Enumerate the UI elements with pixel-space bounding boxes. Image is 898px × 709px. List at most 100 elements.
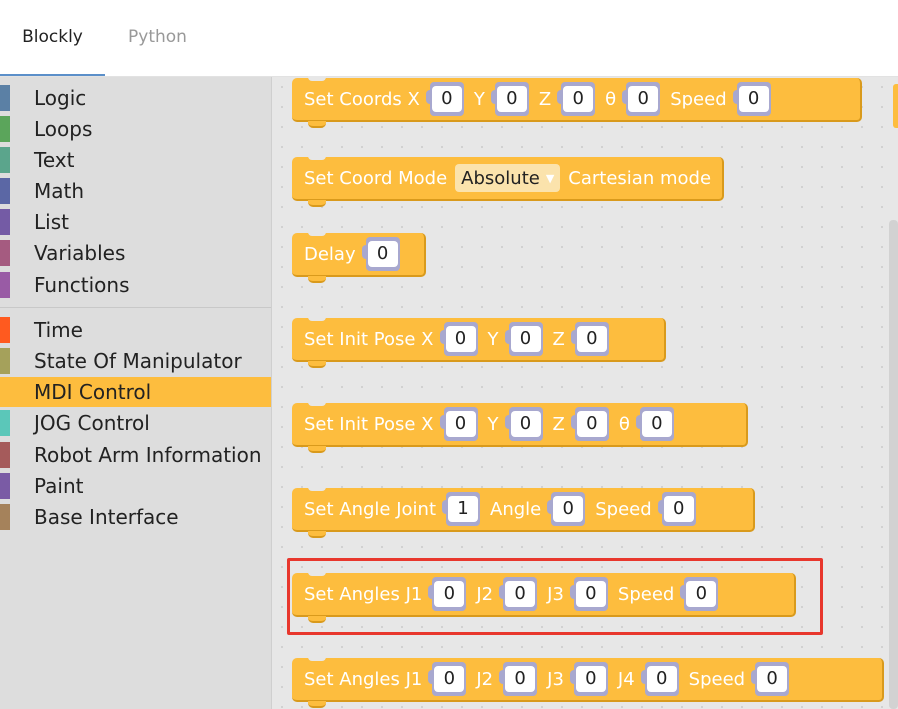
category-label: Functions <box>34 273 130 297</box>
angle-input-slot[interactable]: 0 <box>547 492 586 526</box>
j3-input-slot[interactable]: 0 <box>569 662 608 696</box>
category-color-swatch <box>0 379 10 405</box>
x-input-slot[interactable]: 0 <box>425 82 464 116</box>
category-label: Logic <box>34 86 87 110</box>
theta-label: θ <box>605 88 617 110</box>
speed-input-slot[interactable]: 0 <box>657 492 696 526</box>
y-input-slot[interactable]: 0 <box>504 322 543 356</box>
j4-input-slot[interactable]: 0 <box>640 662 679 696</box>
number-field[interactable]: 0 <box>646 666 677 692</box>
y-label: Y <box>473 88 485 110</box>
number-field[interactable]: 0 <box>496 86 527 112</box>
category-label: Time <box>34 318 83 342</box>
block-set-coord-mode[interactable]: Set Coord Mode Absolute▼ Cartesian mode <box>292 155 724 207</box>
number-field[interactable]: 0 <box>575 581 606 607</box>
number-field[interactable]: 0 <box>563 86 594 112</box>
category-color-swatch <box>0 348 10 374</box>
category-label: Robot Arm Information <box>34 443 262 467</box>
j3-input-slot[interactable]: 0 <box>569 577 608 611</box>
speed-label: Speed <box>688 668 746 690</box>
block-set-init-pose-xyz[interactable]: Set Init Pose X 0 Y 0 Z 0 <box>292 316 666 368</box>
toolbox-category-text[interactable]: Text <box>0 145 271 175</box>
number-field[interactable]: 0 <box>510 326 541 352</box>
j2-input-slot[interactable]: 0 <box>499 662 538 696</box>
number-field[interactable]: 1 <box>448 496 479 522</box>
number-field[interactable]: 0 <box>431 86 462 112</box>
number-field[interactable]: 0 <box>628 86 659 112</box>
toolbox-category-paint[interactable]: Paint <box>0 471 271 501</box>
number-field[interactable]: 0 <box>445 326 476 352</box>
coord-mode-dropdown[interactable]: Absolute▼ <box>455 164 561 192</box>
number-field[interactable]: 0 <box>663 496 694 522</box>
toolbox-category-base-interface[interactable]: Base Interface <box>0 502 271 532</box>
x-input-slot[interactable]: 0 <box>439 322 478 356</box>
block-label: Set Init Pose X <box>304 328 434 350</box>
dropdown-value: Absolute <box>461 167 540 189</box>
z-input-slot[interactable]: 0 <box>570 407 609 441</box>
speed-input-slot[interactable]: 0 <box>751 662 790 696</box>
number-field[interactable]: 0 <box>641 411 672 437</box>
number-field[interactable]: 0 <box>686 581 717 607</box>
block-label: Set Angle Joint <box>304 498 437 520</box>
x-input-slot[interactable]: 0 <box>439 407 478 441</box>
category-label: Loops <box>34 117 93 141</box>
number-field[interactable]: 0 <box>575 666 606 692</box>
number-field[interactable]: 0 <box>505 581 536 607</box>
delay-input-slot[interactable]: 0 <box>361 237 400 271</box>
category-color-swatch <box>0 240 10 266</box>
toolbox-category-time[interactable]: Time <box>0 315 271 345</box>
j1-input-slot[interactable]: 0 <box>428 662 467 696</box>
y-input-slot[interactable]: 0 <box>490 82 529 116</box>
number-field[interactable]: 0 <box>553 496 584 522</box>
block-set-init-pose-xyzt[interactable]: Set Init Pose X 0 Y 0 Z 0 θ 0 <box>292 401 748 453</box>
toolbox-category-loops[interactable]: Loops <box>0 114 271 144</box>
speed-input-slot[interactable]: 0 <box>732 82 771 116</box>
theta-input-slot[interactable]: 0 <box>635 407 674 441</box>
flyout-scrollbar[interactable] <box>889 220 898 709</box>
toolbox-category-jog-control[interactable]: JOG Control <box>0 408 271 438</box>
z-input-slot[interactable]: 0 <box>570 322 609 356</box>
toolbox-category-math[interactable]: Math <box>0 176 271 206</box>
toolbox-category-functions[interactable]: Functions <box>0 270 271 300</box>
block-set-angles-3[interactable]: Set Angles J1 0 J2 0 J3 0 Speed 0 <box>292 571 796 623</box>
y-input-slot[interactable]: 0 <box>504 407 543 441</box>
number-field[interactable]: 0 <box>445 411 476 437</box>
toolbox-category-state-of-manipulator[interactable]: State Of Manipulator <box>0 346 271 376</box>
category-color-swatch <box>0 85 10 111</box>
j2-input-slot[interactable]: 0 <box>499 577 538 611</box>
block-set-angles-4[interactable]: Set Angles J1 0 J2 0 J3 0 J4 0 Speed 0 <box>292 656 884 708</box>
number-field[interactable]: 0 <box>367 241 398 267</box>
toolbox-category-logic[interactable]: Logic <box>0 83 271 113</box>
tab-python[interactable]: Python <box>128 27 187 47</box>
number-field[interactable]: 0 <box>505 666 536 692</box>
toolbox-category-mdi-control[interactable]: MDI Control <box>0 377 271 407</box>
y-label: Y <box>487 328 499 350</box>
j3-label: J3 <box>547 583 564 605</box>
tab-blockly[interactable]: Blockly <box>0 0 105 76</box>
j3-label: J3 <box>547 668 564 690</box>
block-delay[interactable]: Delay 0 <box>292 231 426 283</box>
category-label: Variables <box>34 241 126 265</box>
number-field[interactable]: 0 <box>576 411 607 437</box>
z-input-slot[interactable]: 0 <box>557 82 596 116</box>
speed-input-slot[interactable]: 0 <box>680 577 719 611</box>
block-set-coords[interactable]: Set Coords X 0 Y 0 Z 0 θ 0 Speed 0 <box>292 76 862 128</box>
number-field[interactable]: 0 <box>738 86 769 112</box>
joint-input-slot[interactable]: 1 <box>442 492 481 526</box>
toolbox-category-robot-arm-information[interactable]: Robot Arm Information <box>0 440 271 470</box>
j2-label: J2 <box>476 668 494 690</box>
number-field[interactable]: 0 <box>434 581 465 607</box>
number-field[interactable]: 0 <box>576 326 607 352</box>
toolbox-category-variables[interactable]: Variables <box>0 238 271 268</box>
block-set-angle-joint[interactable]: Set Angle Joint 1 Angle 0 Speed 0 <box>292 486 755 538</box>
number-field[interactable]: 0 <box>757 666 788 692</box>
category-color-swatch <box>0 116 10 142</box>
toolbox-category-list[interactable]: List <box>0 207 271 237</box>
speed-label: Speed <box>595 498 652 520</box>
theta-input-slot[interactable]: 0 <box>622 82 661 116</box>
block-label: Set Angles J1 <box>304 583 423 605</box>
j1-input-slot[interactable]: 0 <box>428 577 467 611</box>
category-color-swatch <box>0 442 10 468</box>
number-field[interactable]: 0 <box>510 411 541 437</box>
number-field[interactable]: 0 <box>434 666 465 692</box>
